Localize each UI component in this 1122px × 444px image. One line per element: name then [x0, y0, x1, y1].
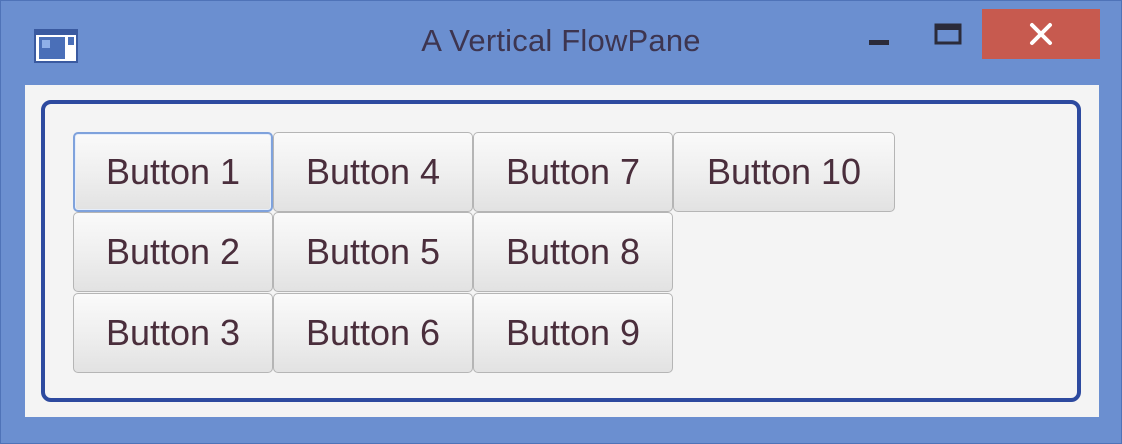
button-7[interactable]: Button 7	[473, 132, 673, 212]
button-10[interactable]: Button 10	[673, 132, 895, 212]
close-icon	[1030, 23, 1052, 45]
window-title: A Vertical FlowPane	[421, 23, 701, 58]
title-bar[interactable]: A Vertical FlowPane	[1, 1, 1121, 85]
client-area: Button 1 Button 2 Button 3 Button 4 Butt…	[25, 85, 1099, 417]
minimize-button[interactable]	[854, 23, 906, 65]
maximize-button[interactable]	[919, 19, 977, 61]
button-4[interactable]: Button 4	[273, 132, 473, 212]
button-2[interactable]: Button 2	[73, 212, 273, 292]
vertical-flowpane: Button 1 Button 2 Button 3 Button 4 Butt…	[41, 100, 1081, 402]
button-3[interactable]: Button 3	[73, 293, 273, 373]
app-window-icon[interactable]	[34, 29, 78, 63]
maximize-icon	[934, 23, 962, 45]
button-6[interactable]: Button 6	[273, 293, 473, 373]
button-9[interactable]: Button 9	[473, 293, 673, 373]
close-button[interactable]	[982, 9, 1100, 59]
button-8[interactable]: Button 8	[473, 212, 673, 292]
button-1[interactable]: Button 1	[73, 132, 273, 212]
minimize-icon	[869, 40, 889, 45]
button-5[interactable]: Button 5	[273, 212, 473, 292]
